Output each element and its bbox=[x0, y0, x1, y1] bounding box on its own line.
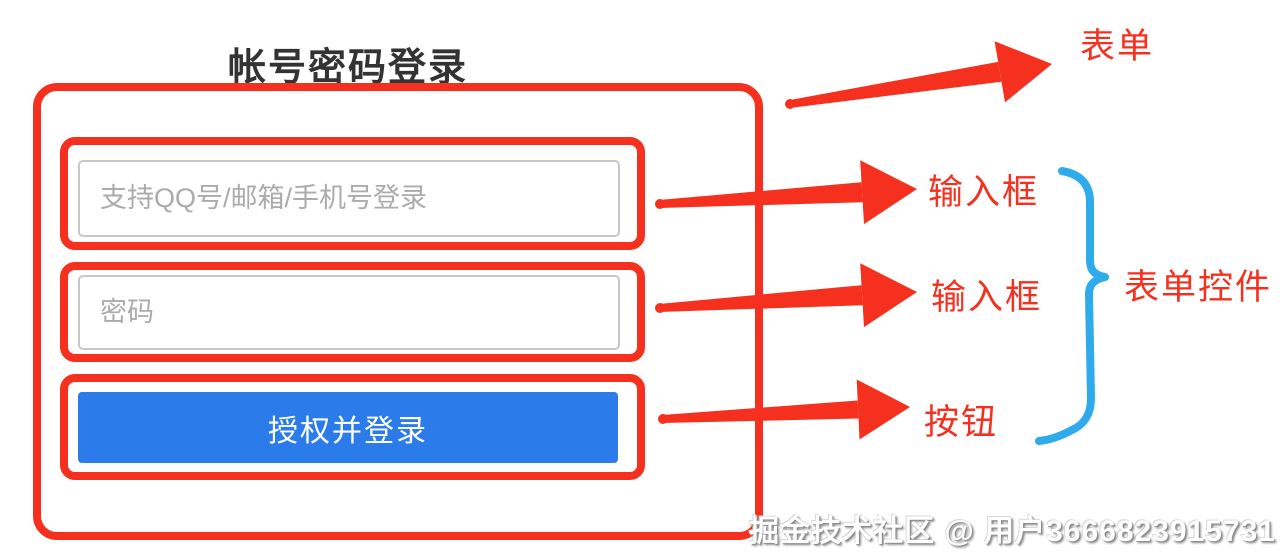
button-annotation-label: 按钮 bbox=[924, 403, 999, 442]
password-input-annotation-label: 输入框 bbox=[931, 278, 1043, 317]
watermark-text: 掘金技术社区 @ 用户3666823915731 bbox=[749, 515, 1276, 548]
account-input[interactable] bbox=[78, 160, 620, 237]
form-annotation-label: 表单 bbox=[1080, 27, 1155, 66]
controls-group-annotation-label: 表单控件 bbox=[1124, 268, 1273, 307]
account-input-annotation-label: 输入框 bbox=[928, 173, 1040, 212]
authorize-login-button[interactable]: 授权并登录 bbox=[78, 392, 618, 463]
password-input[interactable] bbox=[78, 275, 620, 350]
page-title: 帐号密码登录 bbox=[227, 47, 468, 89]
form-arrow bbox=[785, 41, 1052, 109]
controls-brace bbox=[1035, 167, 1109, 445]
